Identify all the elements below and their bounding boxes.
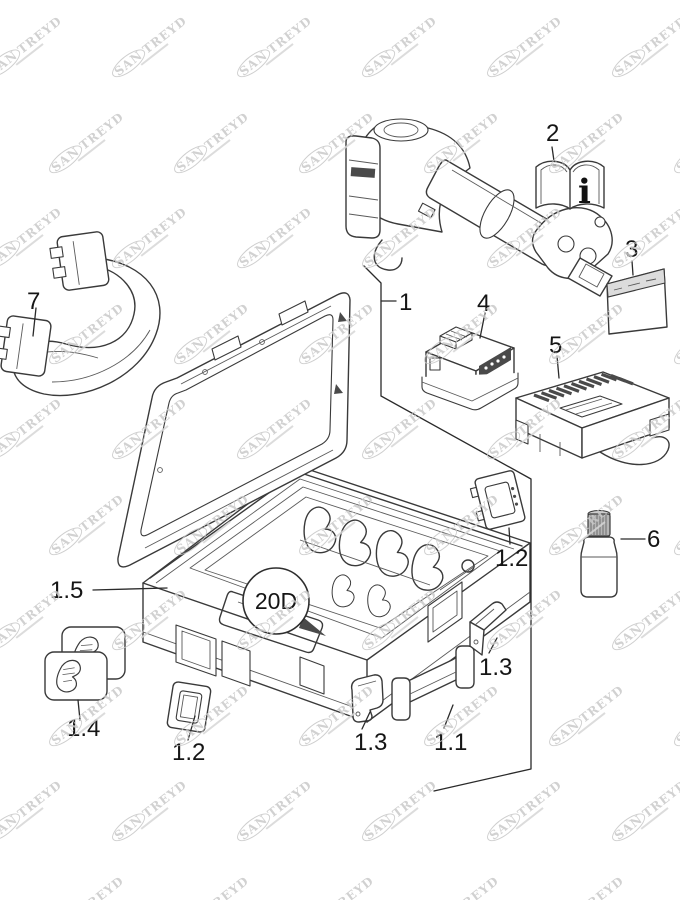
callout-oil-bottle: 6 xyxy=(647,526,661,553)
callout-hinge-front: 1.3 xyxy=(354,729,388,756)
callout-battery: 4 xyxy=(477,290,491,317)
size-badge-label: 20D xyxy=(254,588,298,614)
battery-part xyxy=(421,326,519,411)
leader-lines xyxy=(32,146,646,792)
callout-case-group: 1 xyxy=(399,289,413,316)
press-tool xyxy=(345,118,613,297)
spare-inserts-part xyxy=(44,626,126,701)
case-lid xyxy=(117,292,351,568)
manual-part xyxy=(535,160,605,210)
hinge-side-part xyxy=(469,601,507,656)
callout-latch-side: 1.2 xyxy=(495,545,529,572)
callout-case-seal: 1.5 xyxy=(50,577,84,604)
callout-handle: 1.1 xyxy=(434,729,468,756)
latch-side-part xyxy=(469,470,526,530)
oil-bottle-part xyxy=(580,509,618,598)
latch-front-part xyxy=(166,681,212,733)
hinge-front-part xyxy=(350,674,384,723)
size-badge xyxy=(242,567,326,636)
callout-spare-inserts: 1.4 xyxy=(67,715,101,742)
callout-manual: 2 xyxy=(546,120,560,147)
info-icon: i xyxy=(578,172,591,212)
callout-label-sheet: 3 xyxy=(625,236,639,263)
label-sheet-part xyxy=(606,268,668,335)
case-handle-part xyxy=(391,645,475,721)
callout-latch-front: 1.2 xyxy=(172,739,206,766)
callout-shoulder-strap: 7 xyxy=(27,288,41,315)
callout-charger: 5 xyxy=(549,332,563,359)
callout-hinge-side: 1.3 xyxy=(479,654,513,681)
charger-part xyxy=(515,371,670,466)
shoulder-strap-part xyxy=(0,231,161,397)
